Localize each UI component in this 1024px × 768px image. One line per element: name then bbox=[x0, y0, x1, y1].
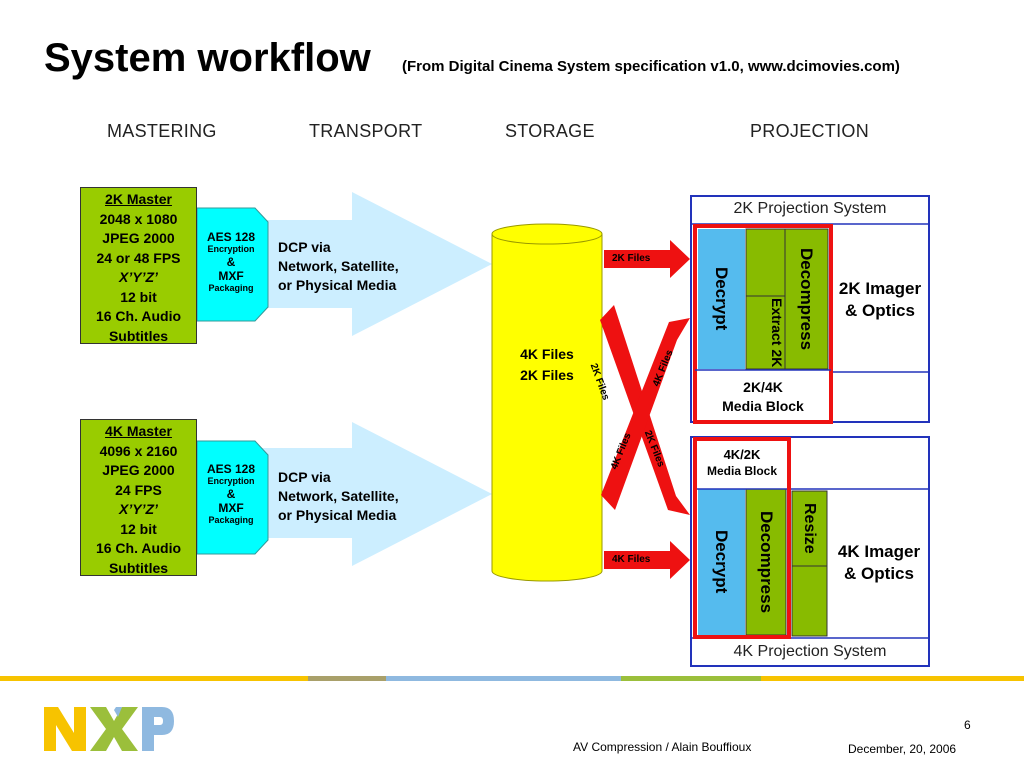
dcp-line: Network, Satellite, bbox=[278, 258, 399, 274]
aes-shape-top bbox=[196, 207, 269, 322]
aes-mxf: MXF bbox=[218, 501, 244, 515]
storage-label: 4K Files 2K Files bbox=[492, 344, 602, 386]
proj-2k-extract: Extract 2K bbox=[769, 297, 785, 368]
transport-arrow-bottom bbox=[258, 422, 492, 566]
dcp-line: DCP via bbox=[278, 239, 331, 255]
stage-transport: TRANSPORT bbox=[309, 121, 423, 141]
storage-cylinder-top bbox=[491, 223, 603, 245]
proj-4k-decrypt: Decrypt bbox=[712, 530, 731, 594]
proj-2k-extract-fill bbox=[745, 295, 786, 370]
page-subtitle: (From Digital Cinema System specificatio… bbox=[402, 58, 900, 75]
proj-2k-decompress: Decompress bbox=[797, 247, 816, 351]
footer-date: December, 20, 2006 bbox=[848, 742, 957, 756]
dcp-line: DCP via bbox=[278, 469, 331, 485]
footer-bar-green bbox=[621, 676, 761, 681]
footer-bar-yellow2 bbox=[761, 676, 1024, 681]
media-block-line: Media Block bbox=[706, 464, 778, 478]
label-2k-files-top: 2K Files bbox=[612, 253, 651, 264]
arrow-4k-files-bottom bbox=[604, 541, 690, 579]
arrow-cross-up bbox=[601, 318, 690, 510]
master-2k-header: 2K Master bbox=[105, 191, 172, 207]
master-4k-bitdepth: 12 bit bbox=[120, 520, 157, 537]
aes-title: AES 128 bbox=[206, 230, 256, 244]
storage-4k-files: 4K Files bbox=[520, 346, 574, 362]
proj-4k-decompress: Decompress bbox=[757, 510, 776, 614]
master-2k-box: 2K Master 2048 x 1080 JPEG 2000 24 or 48… bbox=[80, 187, 197, 344]
dcp-line: or Physical Media bbox=[278, 507, 397, 523]
proj-2k-red-frame bbox=[693, 224, 833, 424]
proj-4k-red-frame bbox=[693, 437, 791, 639]
proj-4k-decrypt-fill bbox=[698, 489, 745, 635]
master-4k-resolution: 4096 x 2160 bbox=[99, 442, 178, 459]
master-2k-audio: 16 Ch. Audio bbox=[95, 308, 182, 324]
master-4k-colorspace: X’Y’Z’ bbox=[119, 501, 158, 517]
aes-shape-bottom bbox=[196, 440, 269, 555]
proj-4k-title: 4K Projection System bbox=[733, 643, 887, 660]
media-block-line: 2K/4K bbox=[743, 379, 783, 395]
aes-packaging: Packaging bbox=[208, 515, 254, 525]
master-4k-codec: JPEG 2000 bbox=[102, 462, 175, 478]
master-4k-box: 4K Master 4096 x 2160 JPEG 2000 24 FPS X… bbox=[80, 419, 197, 576]
master-4k-subtitles: Subtitles bbox=[108, 559, 169, 576]
dcp-label-bottom: DCP via Network, Satellite, or Physical … bbox=[278, 468, 399, 525]
dcp-line: Network, Satellite, bbox=[278, 488, 399, 504]
aes-encryption: Encryption bbox=[207, 476, 255, 486]
proj-4k-resize-lower bbox=[791, 565, 828, 637]
nxp-logo bbox=[44, 707, 174, 751]
arrow-2k-files-top bbox=[604, 240, 690, 278]
media-block-line: 4K/2K bbox=[723, 447, 761, 462]
proj-4k-optics: 4K Imager & Optics bbox=[829, 541, 929, 585]
master-2k-subtitles: Subtitles bbox=[108, 327, 169, 344]
stage-mastering: MASTERING bbox=[107, 121, 217, 141]
proj-4k-resize-fill bbox=[791, 490, 828, 567]
aes-ampersand: & bbox=[226, 487, 236, 501]
aes-mxf: MXF bbox=[218, 269, 244, 283]
proj-2k-decrypt-fill bbox=[698, 229, 745, 369]
proj-2k-decompress-fill bbox=[784, 228, 829, 370]
dcp-label-top: DCP via Network, Satellite, or Physical … bbox=[278, 238, 399, 295]
aes-packaging: Packaging bbox=[208, 283, 254, 293]
footer-bar-olive bbox=[308, 676, 386, 681]
optics-line: 2K Imager bbox=[838, 279, 922, 298]
storage-2k-files: 2K Files bbox=[520, 367, 574, 383]
transport-arrow-top bbox=[258, 192, 492, 336]
proj-4k-resize: Resize bbox=[801, 503, 818, 554]
proj-2k-optics: 2K Imager & Optics bbox=[831, 278, 929, 322]
proj-2k-extract-top bbox=[745, 228, 786, 297]
master-4k-audio: 16 Ch. Audio bbox=[95, 540, 182, 556]
proj-2k-title: 2K Projection System bbox=[733, 200, 887, 217]
optics-line: & Optics bbox=[845, 301, 915, 320]
media-block-line: Media Block bbox=[722, 398, 804, 414]
footer-bar-blue bbox=[386, 676, 621, 681]
master-2k-codec: JPEG 2000 bbox=[102, 230, 175, 246]
page-number: 6 bbox=[964, 718, 971, 732]
optics-line: 4K Imager bbox=[837, 542, 921, 561]
footer-bar-yellow bbox=[0, 676, 308, 681]
stage-projection: PROJECTION bbox=[750, 121, 870, 141]
stage-storage: STORAGE bbox=[505, 121, 595, 141]
master-2k-bitdepth: 12 bit bbox=[120, 288, 157, 305]
dcp-line: or Physical Media bbox=[278, 277, 397, 293]
aes-label-top: AES 128 Encryption & MXF Packaging bbox=[197, 230, 265, 294]
master-4k-fps: 24 FPS bbox=[115, 481, 162, 498]
aes-ampersand: & bbox=[226, 255, 236, 269]
master-2k-fps: 24 or 48 FPS bbox=[96, 249, 181, 266]
storage-cylinder bbox=[491, 234, 603, 582]
proj-4k-media-block: 4K/2K Media Block bbox=[698, 446, 786, 480]
master-4k-header: 4K Master bbox=[105, 423, 172, 439]
aes-encryption: Encryption bbox=[207, 244, 255, 254]
proj-2k-decrypt: Decrypt bbox=[712, 267, 731, 331]
proj-2k-media-block: 2K/4K Media Block bbox=[698, 378, 828, 416]
page-title: System workflow bbox=[44, 36, 371, 80]
label-4k-files-bottom: 4K Files bbox=[612, 554, 651, 565]
master-2k-colorspace: X’Y’Z’ bbox=[119, 269, 158, 285]
aes-label-bottom: AES 128 Encryption & MXF Packaging bbox=[197, 462, 265, 526]
aes-title: AES 128 bbox=[206, 462, 256, 476]
master-2k-resolution: 2048 x 1080 bbox=[99, 210, 178, 227]
footer-author: AV Compression / Alain Bouffioux bbox=[573, 740, 752, 754]
optics-line: & Optics bbox=[844, 564, 914, 583]
